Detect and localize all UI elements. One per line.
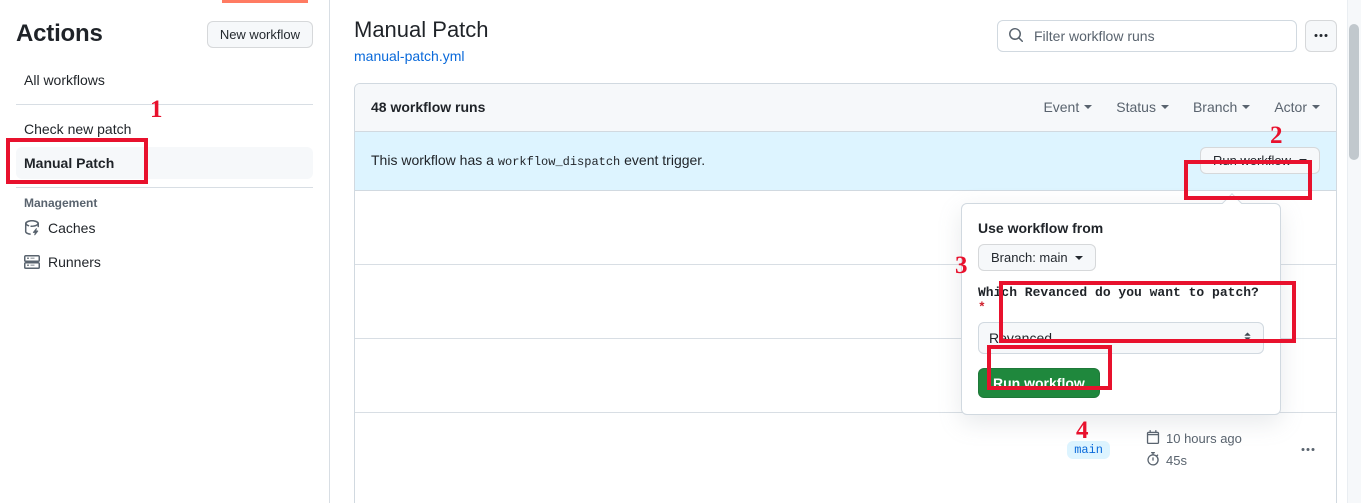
patch-select[interactable]: Revanced [978, 322, 1264, 354]
workflow-file-link[interactable]: manual-patch.yml [354, 47, 465, 64]
filter-label: Status [1116, 99, 1156, 115]
filter-branch-dropdown[interactable]: Branch [1192, 99, 1251, 115]
filter-status-dropdown[interactable]: Status [1116, 99, 1169, 115]
chevron-down-icon [1299, 158, 1307, 163]
stopwatch-icon [1146, 452, 1160, 469]
run-duration-line: 45s [1146, 452, 1296, 469]
workflow-runs-filters: Event Status Branch Actor [1043, 99, 1320, 115]
workflow-runs-header: 48 workflow runs Event Status Branch [355, 83, 1336, 132]
table-row[interactable]: main 10 hours ago [355, 412, 1336, 487]
sidebar-item-manual-patch[interactable]: Manual Patch [7, 147, 313, 179]
header-actions [997, 16, 1337, 52]
chevron-down-icon [1084, 105, 1093, 109]
workflow-title: Manual Patch [354, 17, 489, 42]
use-workflow-from-label: Use workflow from [978, 220, 1104, 236]
sidebar-header: Actions New workflow [16, 0, 313, 52]
chevron-down-icon [1160, 105, 1169, 109]
submit-run-workflow-button[interactable]: Run workflow [978, 368, 1100, 398]
sidebar-divider-2 [16, 187, 313, 188]
run-meta: 10 hours ago 45s [1146, 430, 1296, 469]
calendar-icon [1146, 430, 1160, 447]
row-kebab-icon[interactable] [1296, 442, 1320, 458]
workflow-heading-block: Manual Patch manual-patch.yml [354, 16, 489, 64]
sidebar-item-all-workflows[interactable]: All workflows [16, 64, 313, 96]
chevron-down-icon [1242, 105, 1251, 109]
filter-label: Event [1043, 99, 1080, 115]
sidebar-item-runners[interactable]: Runners [16, 246, 313, 278]
sidebar-item-check-new-patch[interactable]: Check new patch [16, 113, 313, 145]
vertical-scrollbar[interactable] [1347, 0, 1361, 503]
filter-workflow-runs-box[interactable] [997, 20, 1297, 52]
sidebar: Actions New workflow All workflows Check… [0, 0, 330, 503]
run-date: 10 hours ago [1166, 431, 1242, 446]
sidebar-item-caches[interactable]: Caches [16, 212, 313, 244]
server-icon [24, 254, 40, 270]
branch-badge[interactable]: main [1067, 440, 1110, 459]
patch-select-wrapper: Revanced [978, 322, 1264, 354]
sidebar-item-label: Manual Patch [24, 155, 115, 171]
chevron-down-icon [1312, 105, 1320, 109]
run-date-line: 10 hours ago [1146, 430, 1296, 447]
scrollbar-thumb[interactable] [1349, 24, 1359, 160]
sidebar-divider-1 [16, 104, 313, 105]
sidebar-item-label: Check new patch [24, 121, 132, 137]
sidebar-section-management: Management [24, 196, 98, 210]
search-icon [1008, 27, 1024, 46]
patch-field-label-text: Which Revanced do you want to patch? [978, 285, 1259, 300]
dispatch-text-before: This workflow has a [371, 152, 498, 168]
workflow-runs-count: 48 workflow runs [371, 99, 486, 115]
branch-select-label: Branch: main [991, 250, 1068, 265]
run-workflow-dropdown-panel: Use workflow from Branch: main Which Rev… [961, 193, 1281, 415]
workflow-dispatch-banner: This workflow has a workflow_dispatch ev… [355, 131, 1336, 191]
kebab-horizontal-icon[interactable] [1305, 20, 1337, 52]
run-workflow-button-label: Run workflow [1212, 153, 1291, 168]
filter-actor-dropdown[interactable]: Actor [1274, 99, 1320, 115]
filter-label: Branch [1192, 99, 1238, 115]
filter-event-dropdown[interactable]: Event [1043, 99, 1093, 115]
run-workflow-dropdown-button[interactable]: Run workflow [1199, 147, 1320, 174]
branch-select-button[interactable]: Branch: main [978, 244, 1096, 271]
main-header: Manual Patch manual-patch.yml [354, 0, 1337, 64]
dispatch-text-after: event trigger. [620, 152, 706, 168]
new-workflow-button[interactable]: New workflow [206, 20, 313, 48]
dispatch-banner-text: This workflow has a workflow_dispatch ev… [371, 152, 705, 169]
filter-label: Actor [1274, 99, 1307, 115]
required-marker: * [978, 300, 986, 315]
chevron-down-icon [1074, 255, 1083, 260]
dispatch-event-code: workflow_dispatch [497, 155, 621, 169]
page-load-progress-bar [222, 0, 308, 3]
sidebar-item-label: Runners [48, 254, 101, 270]
run-duration: 45s [1166, 453, 1187, 468]
sidebar-item-label: Caches [48, 220, 96, 236]
cache-icon [24, 220, 40, 236]
page-title: Actions [16, 20, 103, 47]
main-content: Manual Patch manual-patch.yml [330, 0, 1361, 503]
search-input[interactable] [1032, 27, 1286, 45]
patch-field-label: Which Revanced do you want to patch? * [978, 285, 1264, 315]
sidebar-item-label: All workflows [24, 72, 105, 88]
